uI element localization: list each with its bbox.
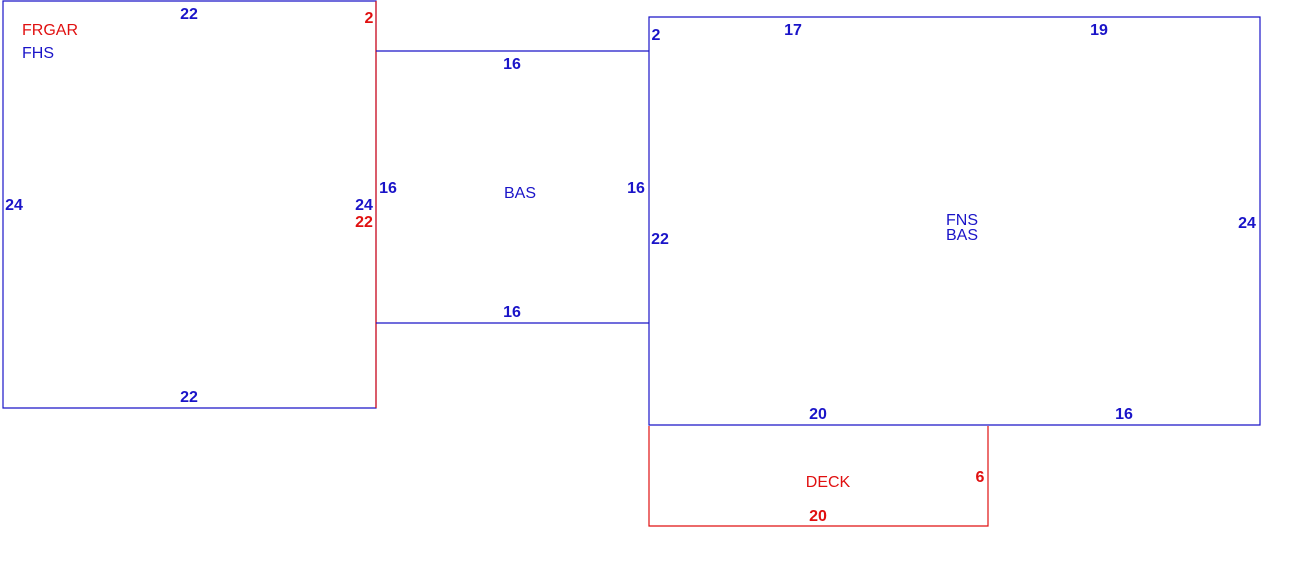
garage-area: FRGAR FHS 22 2 24 24 22 22 [2, 0, 377, 409]
main-dim-top-left: 17 [784, 22, 802, 39]
deck-dim-bottom: 20 [809, 508, 827, 525]
connector-dim-top: 16 [503, 56, 521, 73]
garage-outline [2, 0, 377, 409]
deck-label: DECK [806, 474, 851, 491]
main-dim-top-right: 19 [1090, 22, 1108, 39]
garage-dim-top-right: 2 [365, 10, 374, 27]
garage-dim-right-lower: 22 [355, 214, 373, 231]
garage-label-frgar: FRGAR [22, 22, 78, 39]
garage-dim-bottom: 22 [180, 389, 198, 406]
main-outline [648, 16, 1261, 426]
connector-area: BAS 16 16 16 16 [376, 50, 649, 324]
main-area: FNS BAS 2 17 19 22 24 20 16 [648, 16, 1261, 426]
deck-area: DECK 6 20 [648, 426, 989, 527]
connector-dim-right: 16 [627, 180, 645, 197]
garage-dim-top: 22 [180, 6, 198, 23]
garage-label-fhs: FHS [22, 45, 54, 62]
deck-dim-right: 6 [976, 469, 985, 486]
connector-label: BAS [504, 185, 536, 202]
garage-dim-right-upper: 24 [355, 197, 373, 214]
main-dim-bottom-right: 16 [1115, 406, 1133, 423]
deck-outline [648, 426, 989, 527]
main-label-fns: FNS [946, 212, 978, 229]
garage-dim-left: 24 [5, 197, 23, 214]
main-dim-right: 24 [1238, 215, 1256, 232]
main-dim-left: 22 [651, 231, 669, 248]
main-dim-bottom-left: 20 [809, 406, 827, 423]
main-label-bas: BAS [946, 227, 978, 244]
main-dim-step: 2 [652, 27, 661, 44]
connector-dim-bottom: 16 [503, 304, 521, 321]
connector-dim-left: 16 [379, 180, 397, 197]
